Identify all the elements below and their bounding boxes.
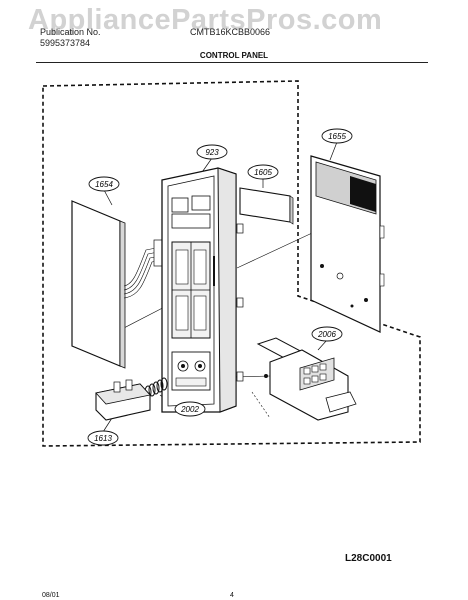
callout-1655: 1655: [321, 128, 353, 144]
callout-1613-label: 1613: [94, 434, 112, 443]
section-title: CONTROL PANEL: [199, 51, 269, 60]
callout-2002-label: 2002: [180, 405, 199, 414]
callout-923-label: 923: [205, 148, 219, 157]
callout-2006-label: 2006: [317, 330, 336, 339]
callout-1654-label: 1654: [95, 180, 113, 189]
callout-2002: 2002: [174, 401, 206, 417]
callout-1613: 1613: [87, 430, 119, 446]
callout-923: 923: [196, 144, 228, 160]
footer-date: 08/01: [42, 592, 60, 599]
callout-1605: 1605: [247, 164, 279, 180]
assembly-boundary: [42, 80, 421, 447]
part-923-frame: [161, 167, 244, 413]
callout-1605-label: 1605: [254, 168, 272, 177]
part-1655-board: [310, 155, 385, 333]
callout-2006: 2006: [311, 326, 343, 342]
callout-1654: 1654: [88, 176, 120, 192]
diagram-code: L28C0001: [345, 553, 392, 564]
callout-1655-label: 1655: [328, 132, 346, 141]
footer-page-number: 4: [230, 592, 234, 599]
publication-label: Publication No.: [40, 27, 101, 37]
part-1613-button: [95, 379, 151, 421]
part-1605-window: [239, 187, 294, 225]
part-2006-latch: [251, 337, 357, 421]
part-1654-panel: [71, 200, 169, 369]
publication-number: 5995373784: [40, 38, 91, 48]
watermark-logo: AppliancePartsPros.com: [28, 4, 383, 36]
model-number: CMTB16KCBB0066: [190, 27, 271, 37]
header-rule: [36, 62, 428, 63]
